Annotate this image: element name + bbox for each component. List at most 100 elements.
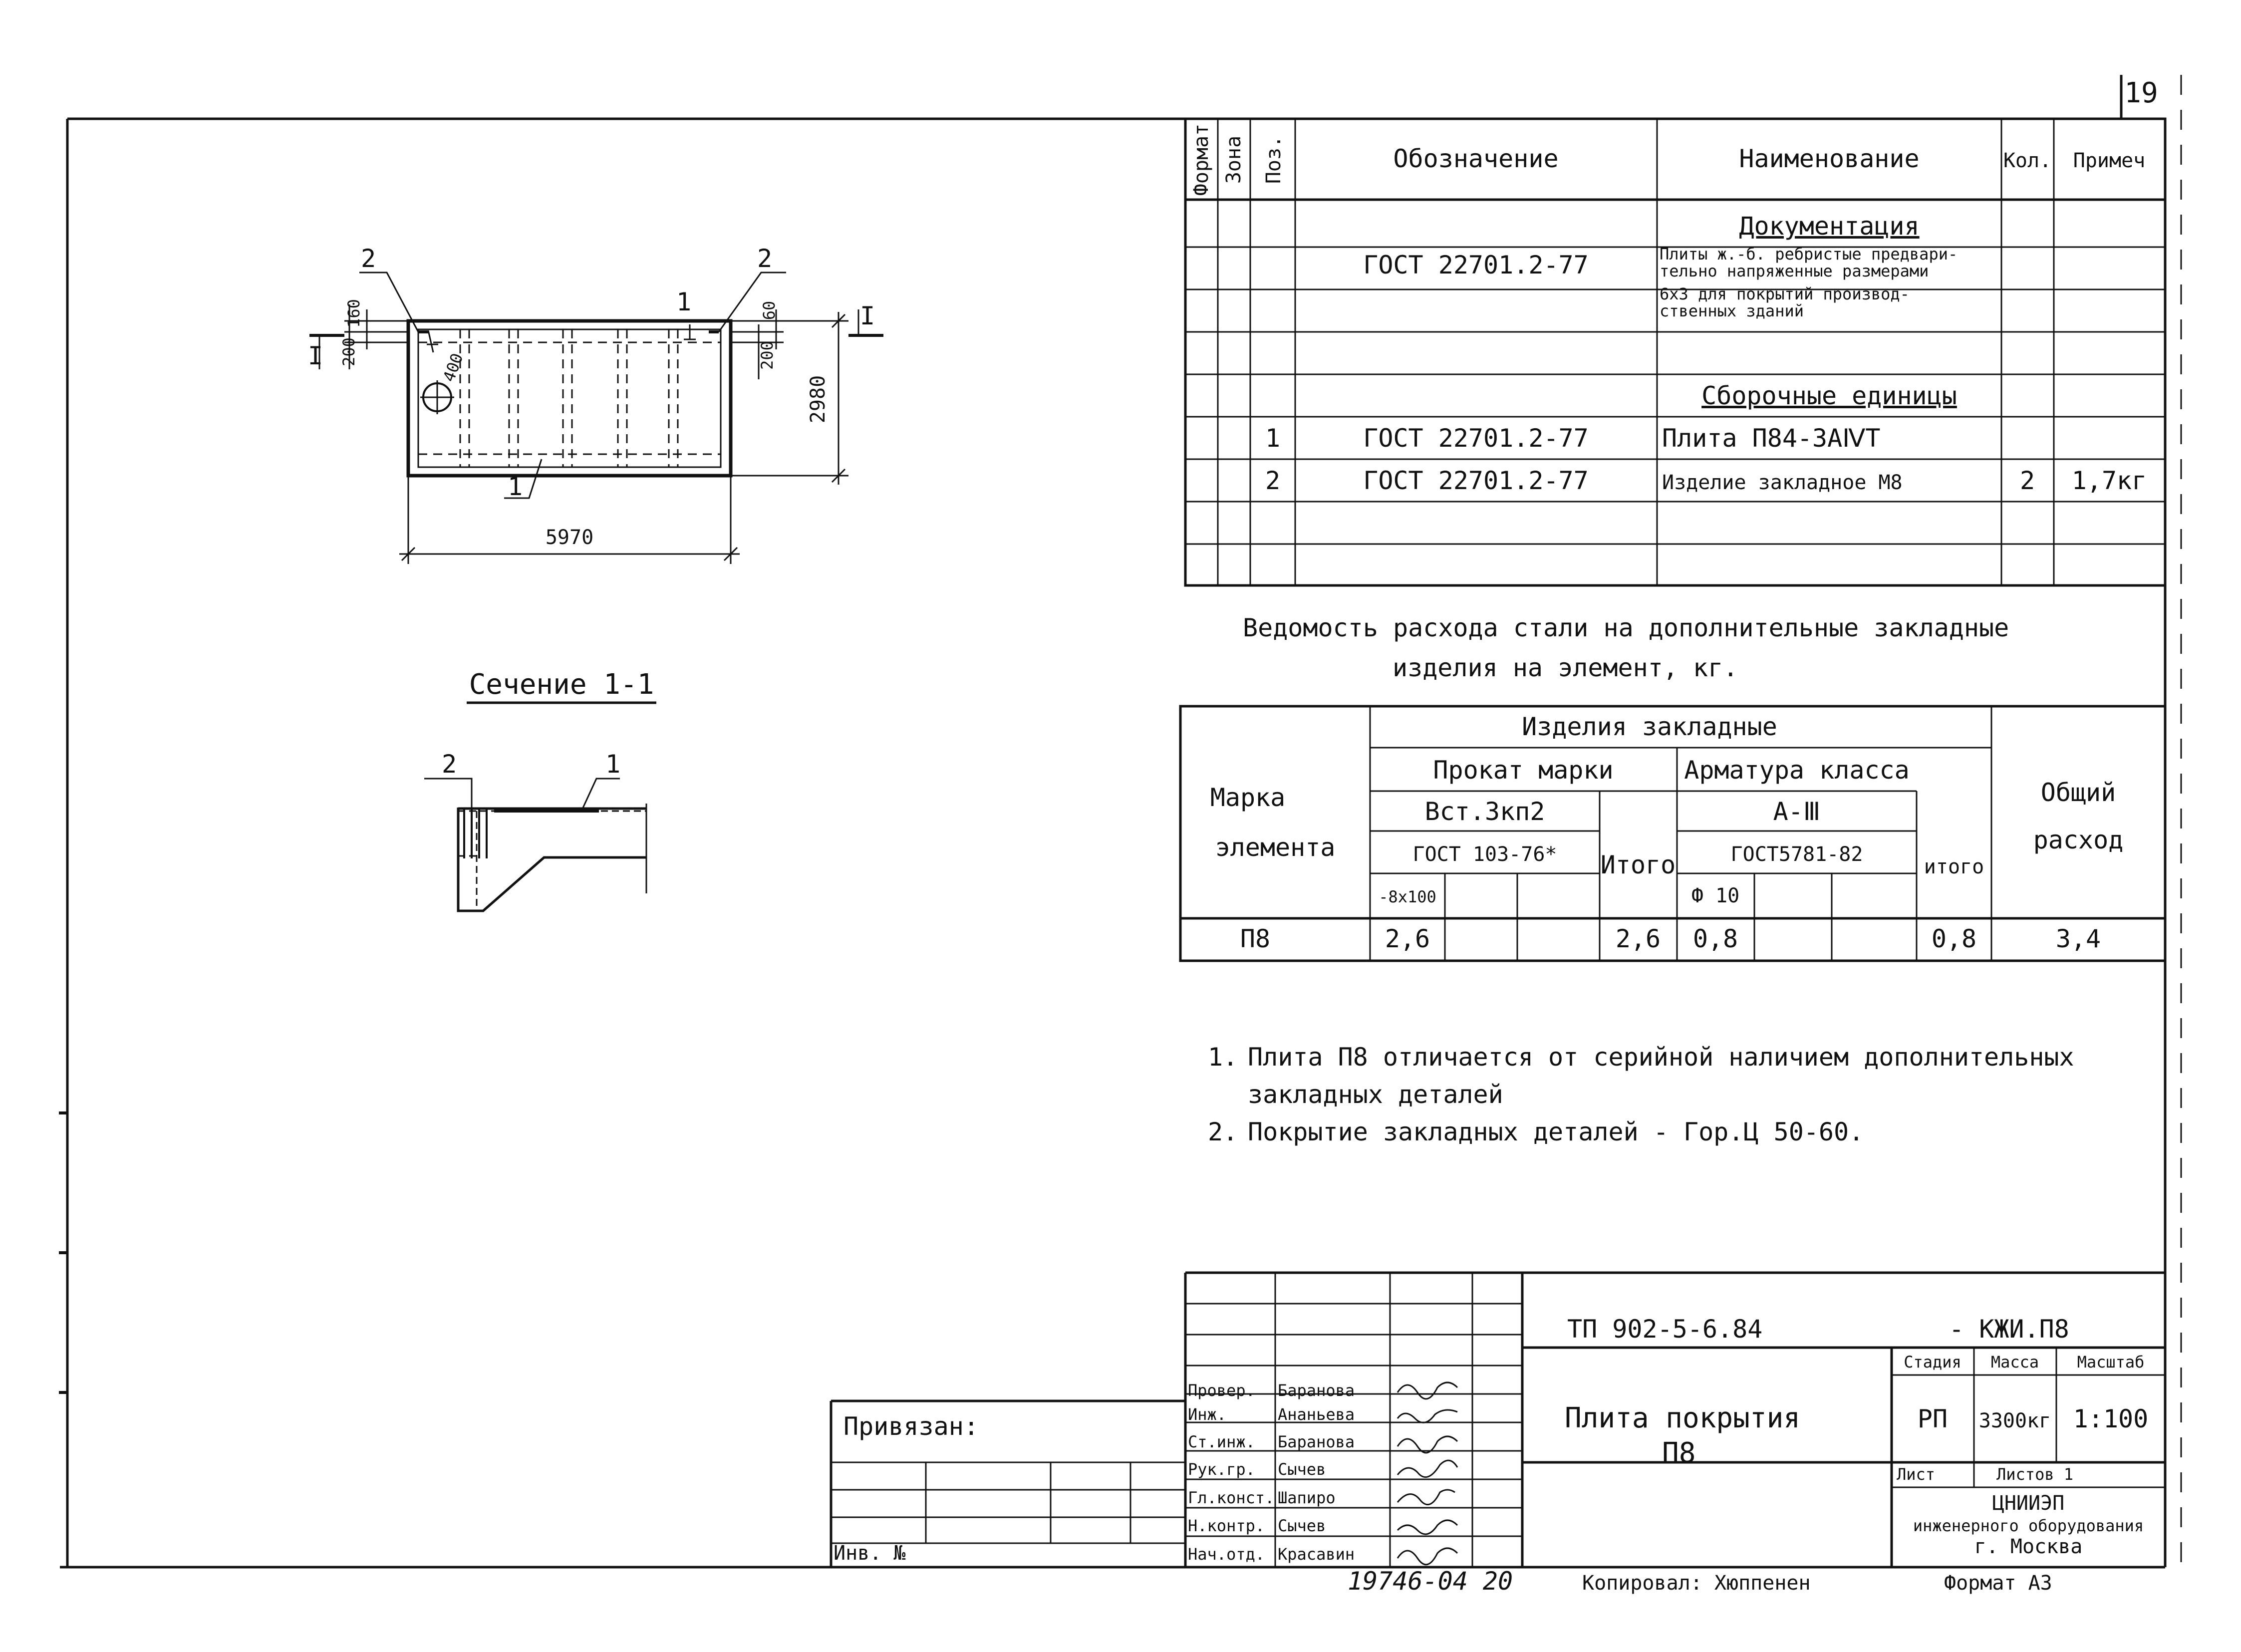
spec-row-note: 1,7кг	[2072, 466, 2147, 495]
person-name: Сычев	[1278, 1460, 1326, 1479]
spec-row-designation: ГОСТ 22701.2-77	[1363, 424, 1589, 453]
note-text-continued: закладных деталей	[1248, 1080, 1503, 1109]
person-name: Сычев	[1278, 1516, 1326, 1535]
spec-row-2: 2 ГОСТ 22701.2-77 Изделие закладное М8 2…	[1265, 466, 2147, 495]
signature	[1397, 1435, 1458, 1454]
section-label-2: 2	[442, 750, 457, 779]
gost-rebar: ГОСТ5781-82	[1731, 843, 1863, 866]
spec-doc-name-line2: тельно напряженные размерами	[1660, 262, 1929, 280]
section-view	[424, 778, 647, 912]
steel-header-mark-l2: элемента	[1215, 833, 1336, 862]
person-name: Баранова	[1278, 1432, 1355, 1451]
person-role: Инж.	[1188, 1405, 1226, 1424]
signature	[1397, 1381, 1458, 1400]
steel-cell-rebar: 0,8	[1693, 924, 1738, 953]
steel-header-total-l2: расход	[2033, 826, 2124, 854]
note-text: Плита П8 отличается от серийной наличием…	[1248, 1043, 2074, 1072]
dim-200-right: 200	[758, 341, 777, 370]
spec-doc-name-line1: Плиты ж.-б. ребристые предвари-	[1660, 245, 1958, 264]
note-number: 1.	[1208, 1043, 1238, 1072]
mass-header: Масса	[1991, 1353, 2039, 1372]
organization-line2: инженерного оборудования	[1913, 1516, 2144, 1535]
sheets-header: Листов 1	[1996, 1465, 2073, 1484]
steel-title-line1: Ведомость расхода стали на дополнительны…	[1243, 613, 2009, 642]
spec-section-assembly: Сборочные единицы	[1701, 381, 1957, 410]
steel-subtotal-rebar: итого	[1924, 855, 1984, 878]
person-role: Ст.инж.	[1188, 1432, 1255, 1451]
scale-value: 1:100	[2073, 1404, 2149, 1433]
spec-row-name: Плита П84-3АⅣТ	[1662, 424, 1880, 453]
signature	[1397, 1519, 1458, 1535]
spec-table	[1184, 117, 2167, 587]
spec-header-designation: Обозначение	[1393, 144, 1558, 173]
spec-row-1: 1 ГОСТ 22701.2-77 Плита П84-3АⅣТ	[1265, 424, 1881, 453]
steel-subtotal-rolled: Итого	[1601, 850, 1676, 879]
section-mark-left: I	[308, 341, 323, 370]
steel-size-rolled: -8x100	[1379, 887, 1436, 906]
dim-200-left: 200	[339, 337, 358, 366]
inventory-number-label: Инв. №	[834, 1542, 906, 1565]
organization-line3: г. Москва	[1974, 1535, 2083, 1558]
note-text: Покрытие закладных деталей - Гор.Ц 50-60…	[1248, 1117, 1864, 1146]
spec-header-name: Наименование	[1739, 144, 1919, 173]
dim-length: 5970	[546, 526, 593, 549]
steel-cell-rolled: 2,6	[1385, 924, 1430, 953]
person-name: Баранова	[1278, 1381, 1355, 1400]
document-number: 19746-04 20	[1348, 1567, 1513, 1596]
steel-cell-rebar-total: 0,8	[1932, 924, 1976, 953]
spec-header-note: Примеч	[2073, 149, 2146, 172]
steel-size-rebar: Ф 10	[1691, 884, 1739, 907]
steel-header-rebar: Арматура класса	[1684, 756, 1910, 785]
dim-60: 60	[760, 301, 779, 320]
drawing-name-line2: П8	[1662, 1437, 1695, 1469]
steel-table	[1179, 705, 2167, 962]
stage-value: РП	[1918, 1404, 1948, 1433]
dim-400: 400	[439, 351, 467, 384]
spec-row-pos: 2	[1265, 466, 1280, 495]
steel-data-row: П8 2,6 2,6 0,8 0,8 3,4	[1240, 924, 2101, 953]
spec-header-qty: Кол.	[2003, 149, 2051, 172]
dim-width: 2980	[807, 375, 830, 423]
scale-header: Масштаб	[2077, 1353, 2145, 1372]
plan-label-2-left: 2	[361, 244, 376, 273]
steel-header-total-l1: Общий	[2041, 778, 2116, 807]
signatures: Провер. Баранова Инж. Ананьева Ст.инж. Б…	[1188, 1381, 1355, 1564]
signature	[1397, 1489, 1455, 1505]
section-title: Сечение 1-1	[469, 668, 654, 701]
signature	[1397, 1409, 1458, 1423]
plan-view	[309, 272, 883, 564]
spec-header-pos: Поз.	[1262, 136, 1285, 184]
person-role: Нач.отд.	[1188, 1545, 1265, 1564]
steel-cell-total: 3,4	[2056, 924, 2101, 953]
spec-header-zone: Зона	[1222, 136, 1245, 184]
person-role: Н.контр.	[1188, 1516, 1265, 1535]
rebar-class: А-Ⅲ	[1773, 797, 1821, 826]
drawing-name-line1: Плита покрытия	[1565, 1402, 1800, 1434]
steel-cell-mark: П8	[1240, 924, 1270, 953]
mass-value: 3300кг	[1979, 1409, 2051, 1432]
privyazan-label: Привязан:	[843, 1412, 979, 1441]
spec-row-designation: ГОСТ 22701.2-77	[1363, 466, 1589, 495]
person-name: Красавин	[1278, 1545, 1355, 1564]
plan-label-2-right: 2	[757, 244, 772, 273]
gost-rolled: ГОСТ 103-76*	[1413, 843, 1557, 866]
person-role: Провер.	[1188, 1381, 1255, 1400]
spec-header-format: Формат	[1190, 124, 1213, 196]
sheet-number: 19	[2124, 77, 2158, 109]
spec-row-pos: 1	[1265, 424, 1280, 453]
slab-ribs	[418, 329, 721, 467]
spec-doc-name-line3: 6x3 для покрытий производ-	[1660, 284, 1910, 303]
notes: 1. Плита П8 отличается от серийной налич…	[1208, 1043, 2074, 1146]
dim-160: 160	[344, 299, 363, 328]
section-mark-right: I	[860, 301, 875, 330]
person-name: Ананьева	[1278, 1405, 1355, 1424]
person-name: Шапиро	[1278, 1488, 1336, 1507]
sheet-code: - КЖИ.П8	[1949, 1315, 2069, 1344]
signature	[1397, 1459, 1458, 1478]
spec-row-name: Изделие закладное М8	[1662, 471, 1903, 494]
spec-row-qty: 2	[2020, 466, 2035, 495]
steel-grade: Вст.3кп2	[1425, 797, 1545, 826]
section-mark-inner: 1	[676, 287, 691, 316]
person-role: Рук.гр.	[1188, 1460, 1255, 1479]
signature	[1397, 1547, 1458, 1566]
